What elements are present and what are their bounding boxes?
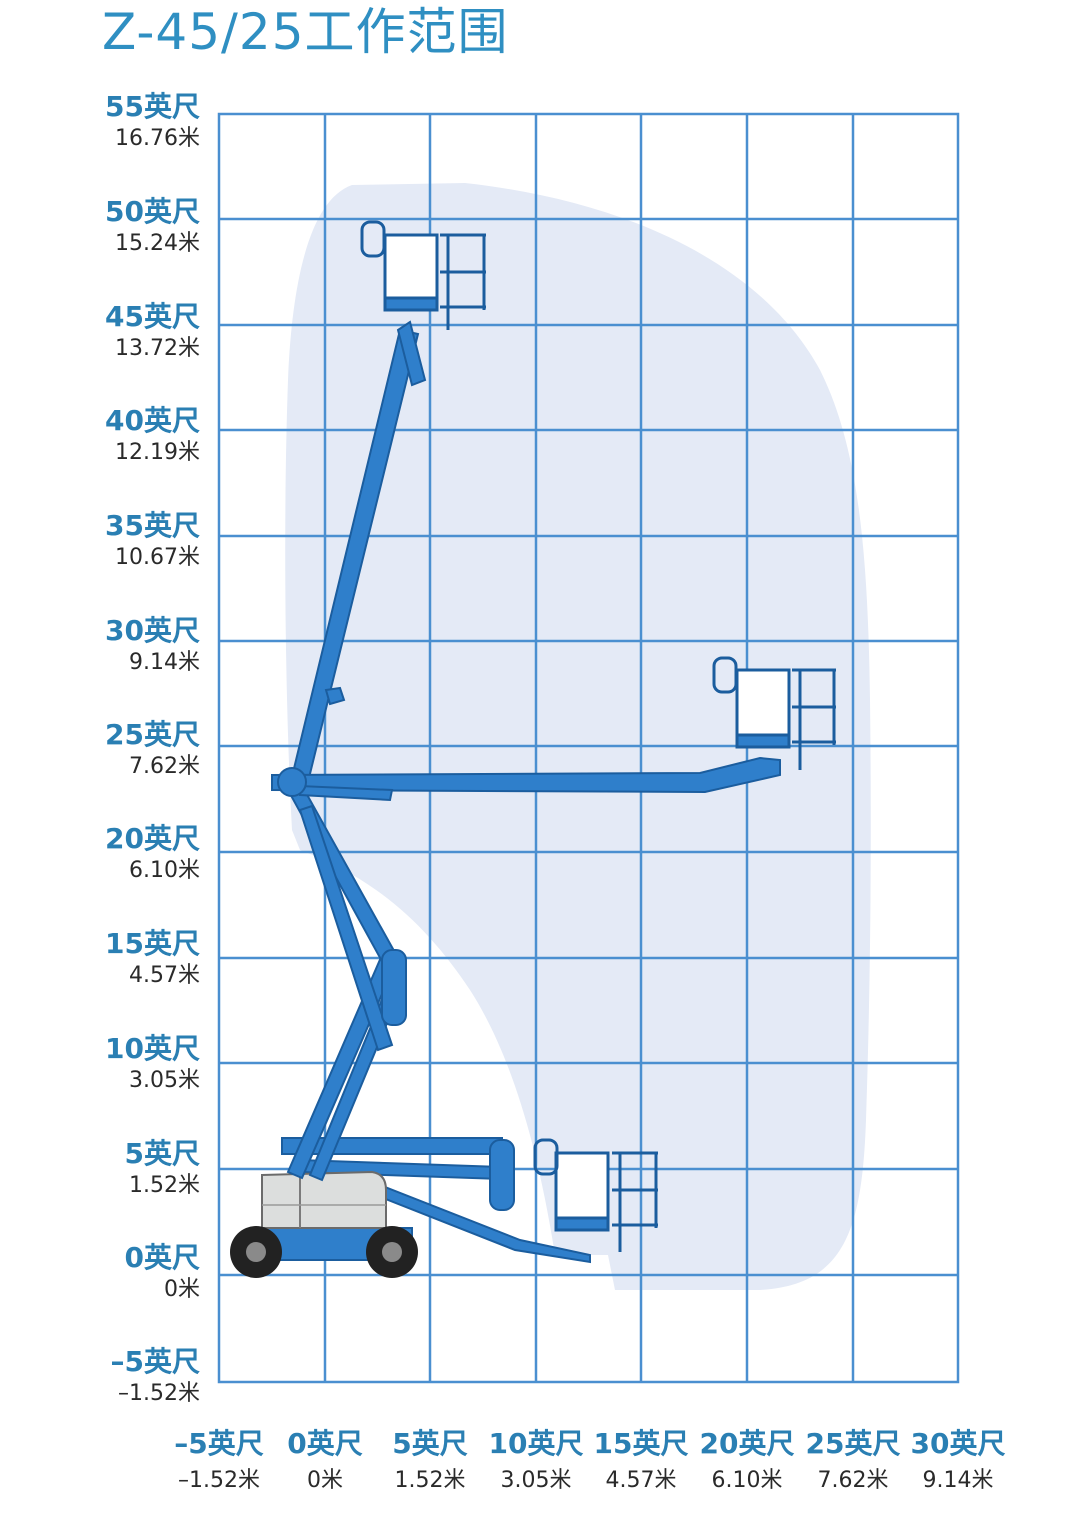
working-envelope <box>285 183 871 1290</box>
machine-chassis <box>230 1170 418 1278</box>
riser-arms <box>286 780 407 1182</box>
basket-right <box>712 656 836 770</box>
x-label-minus5ft: –5英尺–1.52米 <box>174 1427 264 1494</box>
page-title: Z-45/25工作范围 <box>102 3 509 61</box>
y-label-minus5ft: –5英尺–1.52米 <box>110 1345 200 1407</box>
basket-top <box>360 220 486 330</box>
basket-bottom <box>533 1138 658 1252</box>
main-boom-horizontal <box>271 756 781 802</box>
